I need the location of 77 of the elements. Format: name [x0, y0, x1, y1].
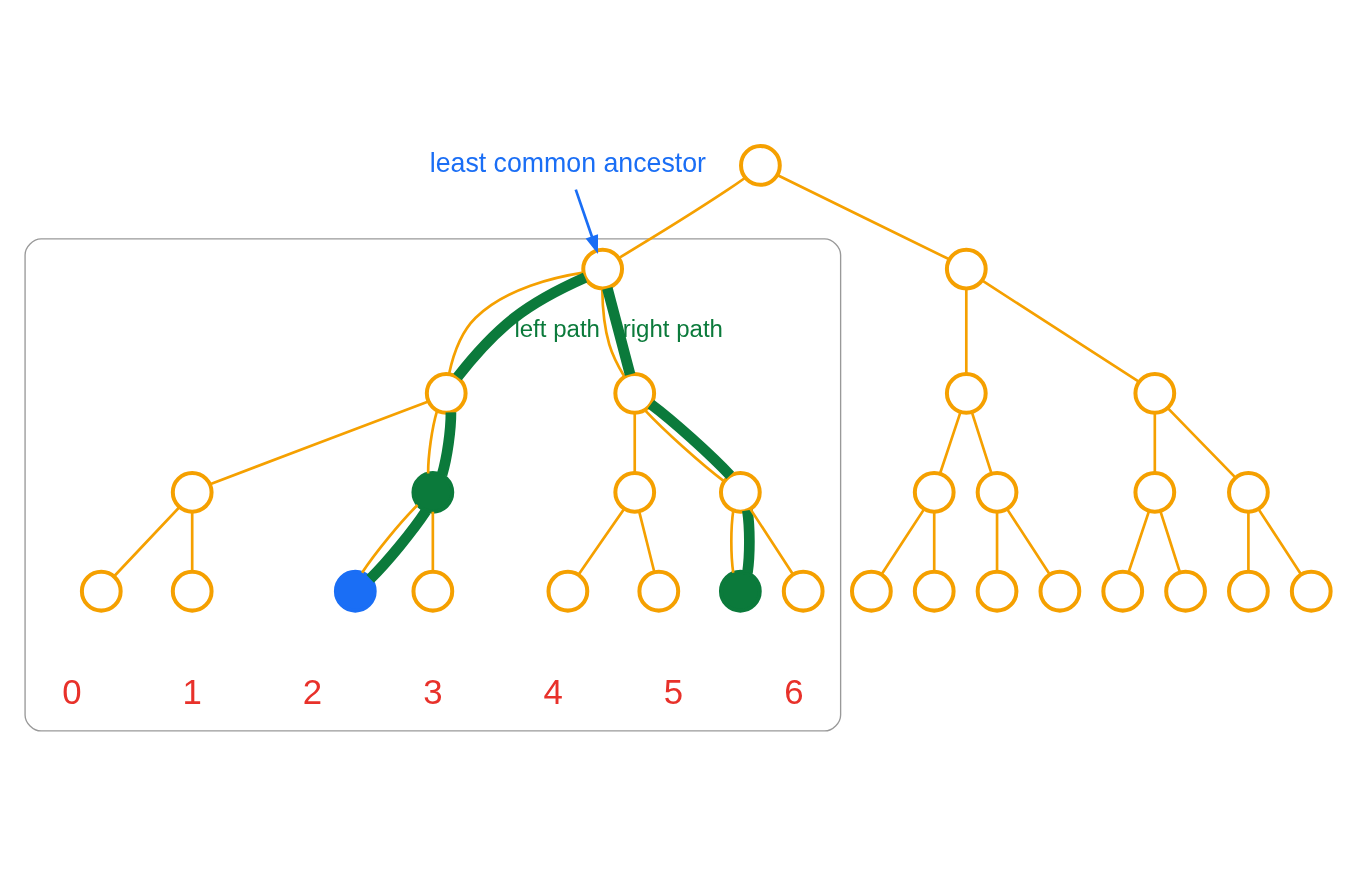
connector [1127, 509, 1151, 573]
node-circle [1133, 371, 1177, 415]
node-circle [1133, 470, 1177, 514]
connector [113, 505, 181, 577]
edge-label: right path [622, 314, 723, 342]
node-circle [1101, 569, 1145, 613]
connector [932, 511, 936, 571]
connector [938, 411, 962, 474]
node-circle [333, 569, 377, 613]
connector [360, 503, 419, 573]
arrow [574, 188, 599, 254]
node-circle [850, 569, 893, 613]
connector [981, 279, 1140, 383]
label: 1 [182, 672, 202, 711]
connector [995, 511, 999, 571]
connector [647, 399, 734, 479]
connector [880, 507, 926, 575]
node-circle [975, 569, 1019, 613]
connector [633, 412, 637, 472]
label: 3 [423, 672, 443, 711]
connector [742, 509, 755, 573]
connector [964, 288, 968, 374]
node-circle [718, 569, 762, 613]
connector [577, 507, 626, 575]
connector [643, 408, 725, 482]
node-circle [912, 569, 956, 613]
node-circle [1038, 569, 1082, 613]
node-circle [739, 143, 782, 187]
connector [1247, 511, 1250, 571]
connector [436, 411, 457, 476]
node-circle [170, 470, 214, 514]
node-circle [411, 470, 455, 514]
connector [1257, 507, 1303, 575]
label: 2 [302, 672, 323, 711]
node-circle [912, 470, 956, 514]
node-circle [1289, 569, 1333, 613]
connector [730, 509, 735, 573]
label: 0 [62, 672, 82, 711]
node-circle [944, 247, 988, 290]
connector [431, 511, 435, 571]
connector [1166, 406, 1237, 479]
connector [618, 176, 746, 259]
connector [600, 287, 626, 377]
node-circle [79, 569, 123, 613]
node-circle [613, 371, 657, 415]
node-circle [424, 371, 468, 415]
node-circle [1164, 569, 1207, 613]
connector [776, 173, 950, 260]
node-circle [170, 569, 214, 613]
connector [970, 411, 993, 474]
node-circle [581, 247, 625, 290]
node-circle [1227, 569, 1270, 613]
node-circle [411, 569, 455, 613]
node-circle [944, 371, 988, 415]
connector [190, 511, 194, 571]
connector [1006, 507, 1051, 575]
edge-label: left path [514, 314, 600, 342]
connector [602, 286, 636, 376]
cluster [24, 237, 842, 732]
label: 5 [663, 672, 684, 711]
node-circle [613, 470, 657, 514]
connector [749, 507, 795, 575]
label: 6 [784, 672, 804, 711]
node-circle [781, 569, 825, 613]
connector [1153, 412, 1157, 472]
connector [366, 507, 431, 583]
node-circle [1227, 470, 1270, 514]
node-circle [546, 569, 590, 613]
label: 4 [543, 672, 563, 711]
connector [637, 510, 656, 572]
node-text: least common ancestor [429, 147, 706, 178]
node-circle [975, 470, 1019, 514]
node-circle [637, 569, 681, 613]
connector [209, 399, 429, 485]
connector [426, 409, 439, 473]
connector [1159, 510, 1182, 573]
node-circle [718, 470, 762, 514]
